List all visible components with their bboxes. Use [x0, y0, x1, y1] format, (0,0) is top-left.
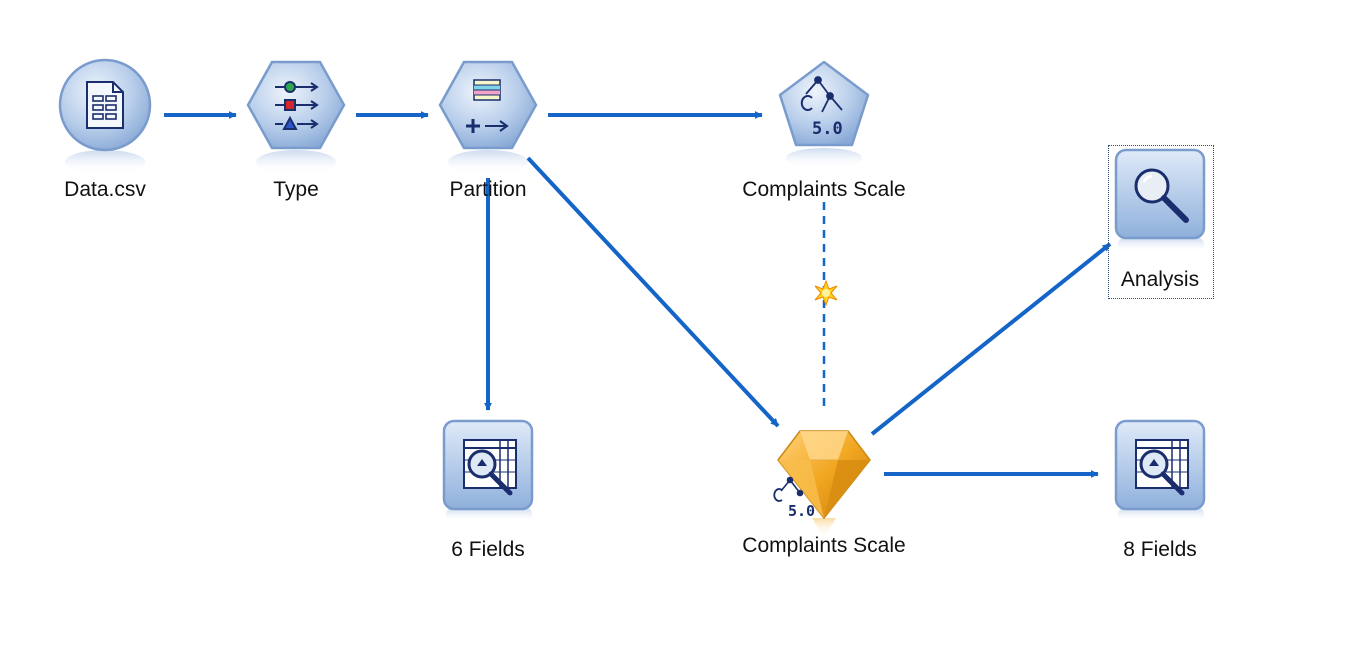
type-icon — [275, 81, 319, 130]
node-8-fields[interactable] — [1114, 419, 1206, 522]
node-label-partition[interactable]: Partition — [449, 178, 527, 201]
node-label-6-fields[interactable]: 6 Fields — [451, 538, 525, 561]
node-label-analysis[interactable]: Analysis — [1120, 268, 1200, 291]
node-label-data-csv[interactable]: Data.csv — [64, 178, 146, 201]
node-data-csv[interactable] — [58, 58, 152, 174]
node-reflection — [256, 150, 336, 174]
partition-icon — [466, 79, 509, 133]
c50-version-label: 5.0 — [812, 119, 843, 139]
node-reflection — [812, 518, 836, 538]
node-reflection — [1118, 508, 1204, 522]
node-label-type[interactable]: Type — [273, 178, 319, 201]
node-reflection — [448, 150, 528, 174]
node-reflection — [1118, 238, 1204, 252]
node-partition[interactable] — [438, 60, 538, 174]
c50-badge-icon: 5.0 — [773, 476, 815, 520]
connectors — [164, 111, 1112, 478]
table-magnifier-icon — [463, 439, 517, 496]
analysis-magnifier-icon — [1134, 168, 1189, 223]
c50-modeler-icon: 5.0 — [800, 76, 843, 139]
node-reflection — [65, 150, 145, 174]
model-nugget-icon — [777, 430, 871, 520]
node-reflection — [786, 148, 862, 168]
node-label-8-fields[interactable]: 8 Fields — [1123, 538, 1197, 561]
node-complaints-scale-nugget[interactable]: 5.0 — [773, 430, 871, 538]
nugget-version-label: 5.0 — [788, 502, 815, 520]
connector-nugget-analysis[interactable] — [870, 242, 1112, 436]
node-analysis[interactable] — [1114, 148, 1206, 252]
node-complaints-scale-model[interactable]: 5.0 — [778, 60, 870, 168]
node-label-complaints-scale-nugget[interactable]: Complaints Scale — [742, 534, 906, 557]
connector-partition-complaints-nugget[interactable] — [526, 156, 780, 428]
node-type[interactable] — [246, 60, 346, 174]
refresh-star-icon — [814, 279, 838, 307]
csv-file-icon — [86, 81, 124, 129]
node-reflection — [446, 508, 532, 522]
node-label-complaints-scale-model[interactable]: Complaints Scale — [742, 178, 906, 201]
table-magnifier-icon — [1135, 439, 1189, 496]
node-6-fields[interactable] — [442, 419, 534, 522]
